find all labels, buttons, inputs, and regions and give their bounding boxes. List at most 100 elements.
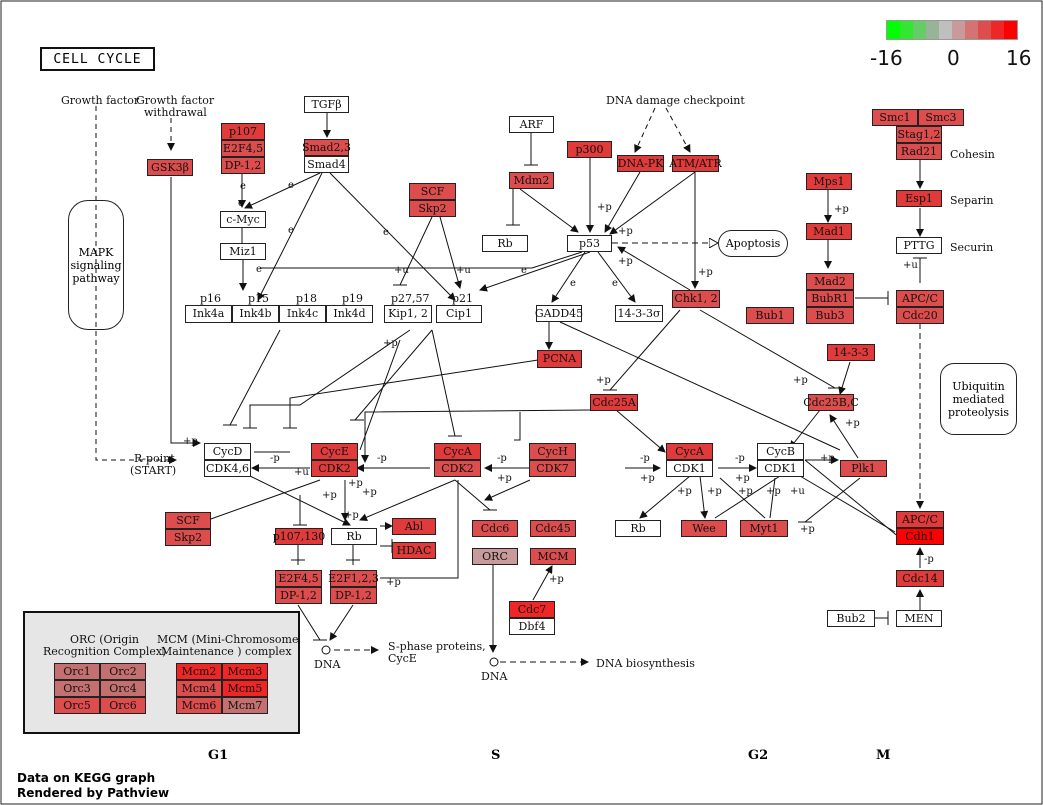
gene-mcm5[interactable]: Mcm5: [222, 680, 268, 697]
gene-mad1[interactable]: Mad1: [806, 223, 852, 240]
gene-smc3[interactable]: Smc3: [918, 109, 964, 126]
gene-smad4[interactable]: Smad4: [304, 156, 349, 173]
gene-mcm7[interactable]: Mcm7: [222, 697, 268, 714]
gene-scf-g1[interactable]: SCF: [165, 512, 211, 529]
gene-skp2[interactable]: Skp2: [409, 200, 456, 217]
gene-cdc25a[interactable]: Cdc25A: [590, 394, 638, 411]
gene-abl[interactable]: Abl: [392, 518, 436, 535]
gene-dbf4[interactable]: Dbf4: [509, 618, 555, 635]
gene-mcm[interactable]: MCM: [530, 548, 576, 565]
gene-men[interactable]: MEN: [896, 610, 942, 627]
gene-mad2[interactable]: Mad2: [806, 273, 854, 290]
gene-p53[interactable]: p53: [567, 235, 612, 252]
gene-cdk2-s[interactable]: CDK2: [434, 460, 481, 477]
gene-orc4[interactable]: Orc4: [100, 680, 146, 697]
gene-gadd45[interactable]: GADD45: [535, 305, 583, 322]
gene-orc1[interactable]: Orc1: [54, 663, 100, 680]
gene-tgfb[interactable]: TGFβ: [304, 96, 349, 113]
gene-cyce[interactable]: CycE: [311, 443, 358, 460]
gene-14-3-3[interactable]: 14-3-3: [827, 344, 875, 361]
gene-cyca-s[interactable]: CycA: [434, 443, 481, 460]
gene-hdac[interactable]: HDAC: [392, 542, 436, 559]
gene-cdc20[interactable]: Cdc20: [896, 307, 944, 324]
edge-sign: +p: [707, 486, 722, 497]
gene-p107-130[interactable]: p107,130: [273, 528, 325, 545]
gene-rb-g1[interactable]: Rb: [331, 528, 377, 545]
gene-cdk46[interactable]: CDK4,6: [204, 460, 251, 477]
gene-ink4b[interactable]: Ink4b: [232, 305, 279, 323]
gene-cych[interactable]: CycH: [529, 443, 576, 460]
gene-arf[interactable]: ARF: [509, 116, 554, 133]
gene-bub3[interactable]: Bub3: [806, 307, 854, 324]
gene-cdh1[interactable]: Cdh1: [896, 528, 944, 545]
gene-smad23[interactable]: Smad2,3: [302, 139, 351, 156]
gene-gsk3b[interactable]: GSK3β: [147, 159, 193, 176]
gene-bubr1[interactable]: BubR1: [806, 290, 854, 307]
gene-mcm4[interactable]: Mcm4: [176, 680, 222, 697]
gene-cycd[interactable]: CycD: [204, 443, 251, 460]
gene-esp1[interactable]: Esp1: [896, 190, 942, 207]
gene-cdk2-g1[interactable]: CDK2: [311, 460, 358, 477]
gene-stag12[interactable]: Stag1,2: [896, 126, 942, 143]
gene-orc2[interactable]: Orc2: [100, 663, 146, 680]
gene-cip1[interactable]: Cip1: [436, 305, 482, 323]
gene-e2f45[interactable]: E2F4,5: [221, 140, 265, 157]
gene-ink4c[interactable]: Ink4c: [279, 305, 326, 323]
gene-cmyc[interactable]: c-Myc: [220, 211, 266, 228]
gene-apc-c-m[interactable]: APC/C: [896, 511, 944, 528]
gene-dp12-b[interactable]: DP-1,2: [275, 587, 322, 604]
gene-skp2-g1[interactable]: Skp2: [165, 529, 211, 546]
gene-dna-pk[interactable]: DNA-PK: [617, 155, 664, 172]
gene-cdc14[interactable]: Cdc14: [896, 570, 944, 587]
gene-cyca-g2[interactable]: CycA: [666, 443, 713, 460]
gene-orc5[interactable]: Orc5: [54, 697, 100, 714]
gene-apc-c[interactable]: APC/C: [896, 290, 944, 307]
gene-myt1[interactable]: Myt1: [740, 520, 788, 537]
gene-cdc7[interactable]: Cdc7: [509, 601, 555, 618]
gene-smc1[interactable]: Smc1: [872, 109, 918, 126]
gene-p107[interactable]: p107: [221, 123, 265, 140]
dna-label-1: DNA: [314, 658, 341, 671]
gene-cdc25bc[interactable]: Cdc25B,C: [803, 394, 859, 411]
gene-cycb[interactable]: CycB: [757, 443, 804, 460]
gene-mcm2[interactable]: Mcm2: [176, 663, 222, 680]
gene-cdk1-g2[interactable]: CDK1: [666, 460, 713, 477]
gene-mcm3[interactable]: Mcm3: [222, 663, 268, 680]
gene-orc[interactable]: ORC: [472, 548, 518, 565]
gene-plk1[interactable]: Plk1: [840, 460, 887, 477]
gene-pcna[interactable]: PCNA: [537, 350, 582, 368]
gene-chk12[interactable]: Chk1, 2: [672, 290, 720, 308]
gene-bub2[interactable]: Bub2: [827, 610, 875, 627]
gene-rad21[interactable]: Rad21: [896, 143, 942, 160]
gene-ink4a[interactable]: Ink4a: [185, 305, 232, 323]
gene-cdc45[interactable]: Cdc45: [530, 520, 576, 537]
gene-cdc6[interactable]: Cdc6: [472, 520, 518, 537]
gene-mdm2[interactable]: Mdm2: [509, 172, 554, 189]
mapk-pathway-link[interactable]: MAPK signaling pathway: [68, 200, 124, 330]
gene-rb[interactable]: Rb: [482, 235, 528, 252]
gene-cdk7[interactable]: CDK7: [529, 460, 576, 477]
gene-mcm6[interactable]: Mcm6: [176, 697, 222, 714]
gene-wee[interactable]: Wee: [681, 520, 727, 537]
gene-bub1[interactable]: Bub1: [746, 307, 794, 324]
gene-mps1[interactable]: Mps1: [806, 173, 852, 190]
gene-miz1[interactable]: Miz1: [220, 243, 266, 260]
gene-e2f123[interactable]: E2F1,2,3: [328, 570, 379, 587]
gene-orc6[interactable]: Orc6: [100, 697, 146, 714]
gene-ink4d[interactable]: Ink4d: [326, 305, 373, 323]
gene-pttg[interactable]: PTTG: [896, 237, 942, 254]
gene-kip12[interactable]: Kip1, 2: [384, 305, 432, 323]
gene-cdk1-m[interactable]: CDK1: [757, 460, 804, 477]
gene-orc3[interactable]: Orc3: [54, 680, 100, 697]
gene-atm-atr[interactable]: ATM/ATR: [669, 155, 722, 172]
gene-dp12[interactable]: DP-1,2: [221, 157, 265, 174]
gene-rb-g2[interactable]: Rb: [615, 520, 661, 537]
gene-p300[interactable]: p300: [567, 141, 612, 158]
apoptosis-link[interactable]: Apoptosis: [718, 230, 788, 257]
gene-scf[interactable]: SCF: [409, 183, 456, 200]
edge-sign: +p: [549, 574, 564, 585]
gene-14-3-3-sigma[interactable]: 14-3-3σ: [615, 305, 663, 322]
gene-e2f45-b[interactable]: E2F4,5: [275, 570, 322, 587]
gene-dp12-c[interactable]: DP-1,2: [330, 587, 377, 604]
ubiquitin-pathway-link[interactable]: Ubiquitin mediated proteolysis: [940, 363, 1017, 435]
